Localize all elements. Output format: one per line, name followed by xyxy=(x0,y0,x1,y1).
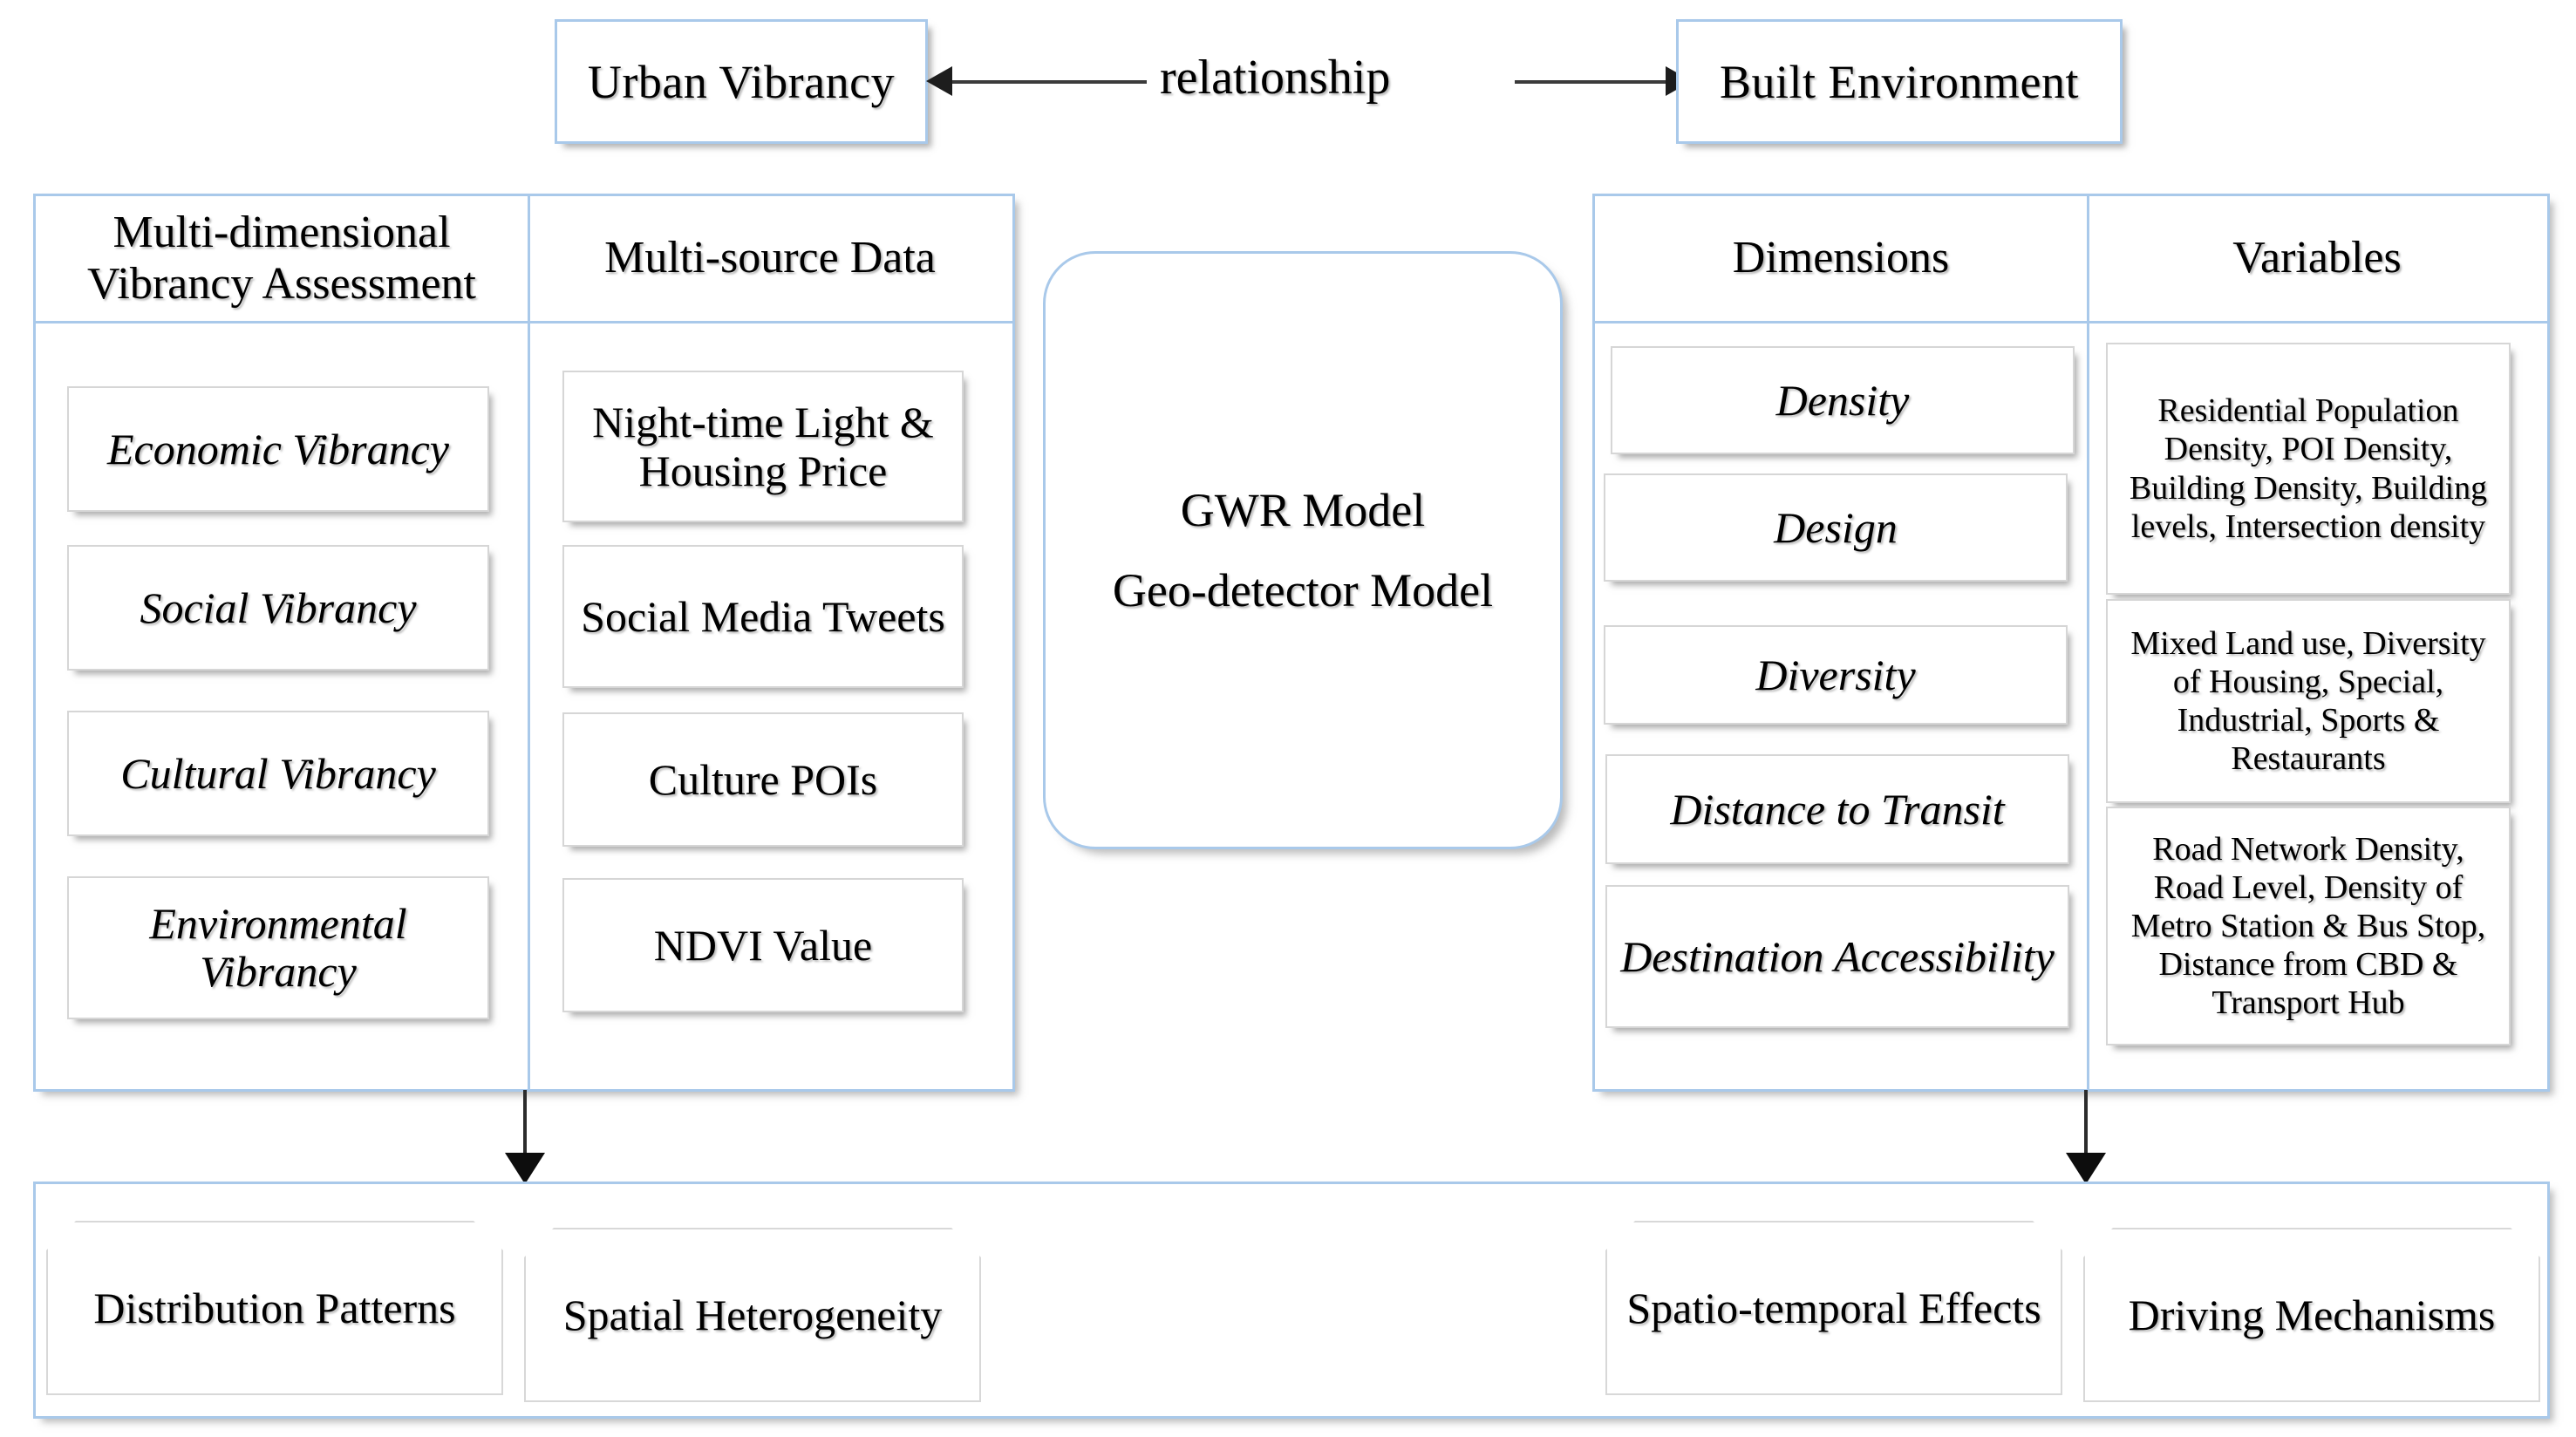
banner-spatial-heterogeneity-label: Spatial Heterogeneity xyxy=(562,1290,943,1339)
card-density-label: Density xyxy=(1775,375,1910,425)
banner-spatio-temporal-effects: Spatio-temporal Effects xyxy=(1605,1221,2062,1395)
card-social-media-tweets-label: Social Media Tweets xyxy=(581,592,945,641)
left-panel-col1-title: Multi-dimensional Vibrancy Assessment xyxy=(36,196,528,321)
relationship-right-connector xyxy=(1515,80,1676,84)
card-density: Density xyxy=(1611,346,2075,454)
card-variables-transit-label: Road Network Density, Road Level, Densit… xyxy=(2130,830,2486,1022)
left-panel: Multi-dimensional Vibrancy Assessment Mu… xyxy=(33,194,1015,1092)
card-environmental-vibrancy-label: Environmental Vibrancy xyxy=(149,899,407,996)
card-variables-diversity: Mixed Land use, Diversity of Housing, Sp… xyxy=(2106,599,2511,803)
left-panel-col1-title-line1: Multi-dimensional xyxy=(112,208,451,258)
card-variables-diversity-label: Mixed Land use, Diversity of Housing, Sp… xyxy=(2130,624,2486,778)
right-arrow-down-icon xyxy=(2066,1153,2106,1184)
model-geodetector-label: Geo-detector Model xyxy=(1112,564,1494,616)
card-culture-pois: Culture POIs xyxy=(562,712,964,847)
card-variables-density: Residential Population Density, POI Dens… xyxy=(2106,343,2511,595)
card-cultural-vibrancy-label: Cultural Vibrancy xyxy=(120,748,436,798)
card-design: Design xyxy=(1604,473,2068,582)
right-panel-header-rule xyxy=(1595,321,2547,323)
card-culture-pois-label: Culture POIs xyxy=(648,755,878,804)
left-down-connector xyxy=(523,1090,527,1175)
card-cultural-vibrancy: Cultural Vibrancy xyxy=(67,711,489,836)
left-panel-header-rule xyxy=(36,321,1012,323)
banner-spatio-temporal-effects-label: Spatio-temporal Effects xyxy=(1626,1283,2041,1332)
right-panel: Dimensions Variables Density Design Dive… xyxy=(1592,194,2550,1092)
card-destination-accessibility-label: Destination Accessibility xyxy=(1620,931,2055,981)
left-panel-col2-title: Multi-source Data xyxy=(604,233,936,283)
banner-driving-mechanisms-label: Driving Mechanisms xyxy=(2128,1290,2496,1339)
right-panel-column-divider xyxy=(2087,196,2089,1089)
built-environment-label: Built Environment xyxy=(1720,55,2079,108)
urban-vibrancy-label: Urban Vibrancy xyxy=(587,55,896,108)
relationship-label: relationship xyxy=(1160,51,1391,105)
card-distance-to-transit: Distance to Transit xyxy=(1605,754,2069,864)
arrow-left-icon xyxy=(926,66,952,96)
built-environment-box: Built Environment xyxy=(1676,19,2123,144)
model-gwr-label: GWR Model xyxy=(1180,484,1426,536)
card-ndvi-value: NDVI Value xyxy=(562,878,964,1012)
card-environmental-vibrancy: Environmental Vibrancy xyxy=(67,876,489,1019)
card-social-vibrancy: Social Vibrancy xyxy=(67,545,489,671)
card-ndvi-value-label: NDVI Value xyxy=(653,921,873,970)
card-economic-vibrancy-label: Economic Vibrancy xyxy=(107,424,449,473)
banner-spatial-heterogeneity: Spatial Heterogeneity xyxy=(524,1228,981,1402)
card-destination-accessibility: Destination Accessibility xyxy=(1605,885,2069,1028)
urban-vibrancy-box: Urban Vibrancy xyxy=(555,19,928,144)
card-design-label: Design xyxy=(1774,502,1898,552)
relationship-left-connector xyxy=(951,80,1147,84)
card-social-media-tweets: Social Media Tweets xyxy=(562,545,964,688)
right-down-connector xyxy=(2084,1090,2088,1175)
card-nighttime-light-housing-price-label: Night-time Light & Housing Price xyxy=(592,398,934,495)
left-arrow-down-icon xyxy=(505,1153,545,1184)
card-diversity-label: Diversity xyxy=(1755,650,1916,699)
banner-distribution-patterns: Distribution Patterns xyxy=(46,1221,503,1395)
card-diversity: Diversity xyxy=(1604,625,2068,725)
card-variables-transit: Road Network Density, Road Level, Densit… xyxy=(2106,807,2511,1045)
left-panel-column-divider xyxy=(528,196,530,1089)
card-economic-vibrancy: Economic Vibrancy xyxy=(67,386,489,512)
model-box: GWR Model Geo-detector Model xyxy=(1043,251,1563,849)
card-distance-to-transit-label: Distance to Transit xyxy=(1670,784,2005,834)
card-variables-density-label: Residential Population Density, POI Dens… xyxy=(2129,392,2488,545)
card-social-vibrancy-label: Social Vibrancy xyxy=(140,582,417,632)
banner-driving-mechanisms: Driving Mechanisms xyxy=(2083,1228,2540,1402)
right-panel-col1-title: Dimensions xyxy=(1732,233,1950,283)
bottom-panel: Distribution Patterns Spatial Heterogene… xyxy=(33,1182,2550,1419)
left-panel-col1-title-line2: Vibrancy Assessment xyxy=(86,258,477,309)
banner-distribution-patterns-label: Distribution Patterns xyxy=(93,1283,456,1332)
card-nighttime-light-housing-price: Night-time Light & Housing Price xyxy=(562,371,964,522)
right-panel-col2-title: Variables xyxy=(2232,233,2402,283)
